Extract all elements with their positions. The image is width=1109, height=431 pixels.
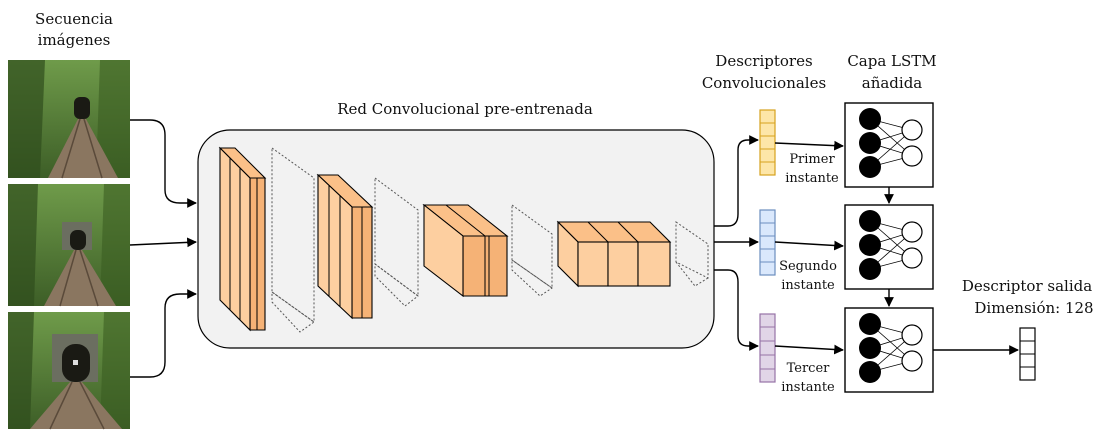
lstm-cell-3 [844, 307, 934, 393]
edge-frame2-cnn [129, 237, 197, 248]
output-label-line2: Dimensión: 128 [974, 299, 1093, 317]
descriptor-vector-2 [759, 209, 776, 276]
lstm-cell-2 [844, 204, 934, 290]
descriptor-vector-3 [759, 313, 776, 383]
conv-block-2 [316, 173, 374, 320]
input-frame-1 [8, 60, 130, 179]
lstm-label-line1: Capa LSTM [847, 52, 936, 70]
instant-2-line1: Segundo [779, 259, 837, 274]
pool-layer-1 [271, 147, 315, 333]
conv-block-4 [556, 220, 672, 288]
conv-block-1 [218, 146, 267, 332]
lstm-cell-1 [844, 102, 934, 188]
edge-frame1-cnn [130, 119, 197, 208]
output-descriptor-vector [1019, 327, 1036, 381]
conv-block-3 [422, 203, 509, 298]
edge-cnn-descriptor-3 [714, 269, 759, 351]
edge-descriptor2-lstm2 [774, 240, 844, 251]
edge-cnn-descriptor-1 [714, 135, 759, 227]
instant-3-line1: Tercer [787, 361, 831, 376]
pool-layer-2 [374, 177, 419, 307]
descriptor-vector-1 [759, 109, 776, 176]
input-frame-2 [8, 184, 130, 307]
instant-3-line2: instante [781, 380, 835, 395]
input-frame-3 [8, 312, 130, 430]
conv-descriptors-label-line1: Descriptores [715, 52, 812, 70]
output-label-line1: Descriptor salida [962, 277, 1092, 295]
instant-1-line2: instante [785, 171, 839, 186]
pool-layer-3 [511, 204, 553, 297]
pool-layer-4 [675, 221, 709, 287]
instant-2-line2: instante [781, 278, 835, 293]
input-sequence-label-line1: Secuencia [35, 10, 113, 28]
conv-descriptors-label-line2: Convolucionales [702, 74, 826, 92]
lstm-label-line2: añadida [862, 74, 923, 92]
cnn-title: Red Convolucional pre-entrenada [337, 100, 593, 118]
instant-1-line1: Primer [789, 152, 835, 167]
input-sequence-label-line2: imágenes [38, 31, 111, 49]
edge-frame3-cnn [130, 289, 197, 378]
edge-descriptor1-lstm1 [774, 140, 844, 151]
edge-descriptor3-lstm3 [774, 344, 844, 355]
